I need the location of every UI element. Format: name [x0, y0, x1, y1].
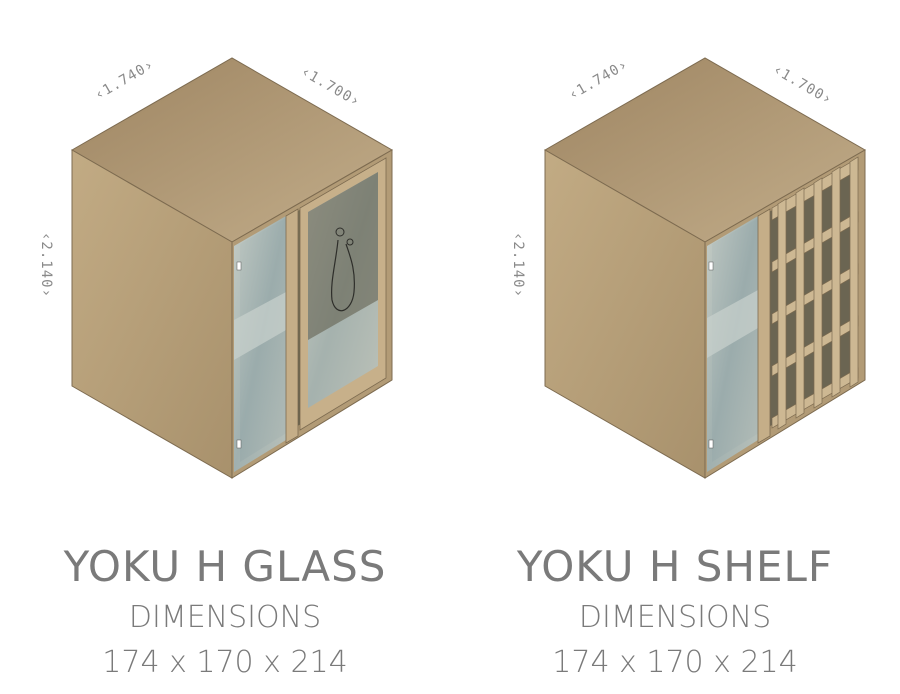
glass-shelf [707, 290, 758, 358]
shower-hose [331, 239, 355, 312]
glass-shelf [234, 292, 286, 360]
product-size: 174 x 170 x 214 [102, 645, 348, 680]
product-glass: ‹1.740› ‹1.700› ‹2.140› YOKU H GLASS DIM… [38, 57, 394, 680]
hinge [708, 439, 714, 449]
shelf-grid [771, 156, 859, 430]
product-size: 174 x 170 x 214 [552, 645, 798, 680]
product-shelf: ‹1.740› ‹1.700› ‹2.140› YOKU H SHELF DIM… [450, 0, 900, 694]
dim-width: ‹1.740› [566, 57, 631, 104]
product-title: YOKU H GLASS [63, 542, 387, 591]
hinge [708, 261, 714, 271]
product-subtitle: DIMENSIONS [578, 600, 772, 635]
dim-height: ‹2.140› [38, 232, 54, 298]
cabinet-glass-drawing: ‹1.740› ‹1.700› ‹2.140› [38, 57, 394, 479]
glass-door-left [707, 216, 758, 472]
cabinet-shelf-drawing: ‹1.740› ‹1.700› ‹2.140› [510, 57, 867, 479]
center-post [757, 208, 771, 444]
shower-head-icon [335, 227, 345, 237]
dim-height: ‹2.140› [510, 232, 526, 298]
center-post [285, 208, 299, 444]
hinge [236, 261, 242, 271]
product-subtitle: DIMENSIONS [128, 600, 322, 635]
product-title: YOKU H SHELF [516, 542, 834, 591]
hinge [236, 439, 242, 449]
shower-valve-icon [346, 238, 354, 246]
shower-niche [308, 172, 378, 340]
dim-width: ‹1.740› [92, 57, 157, 104]
